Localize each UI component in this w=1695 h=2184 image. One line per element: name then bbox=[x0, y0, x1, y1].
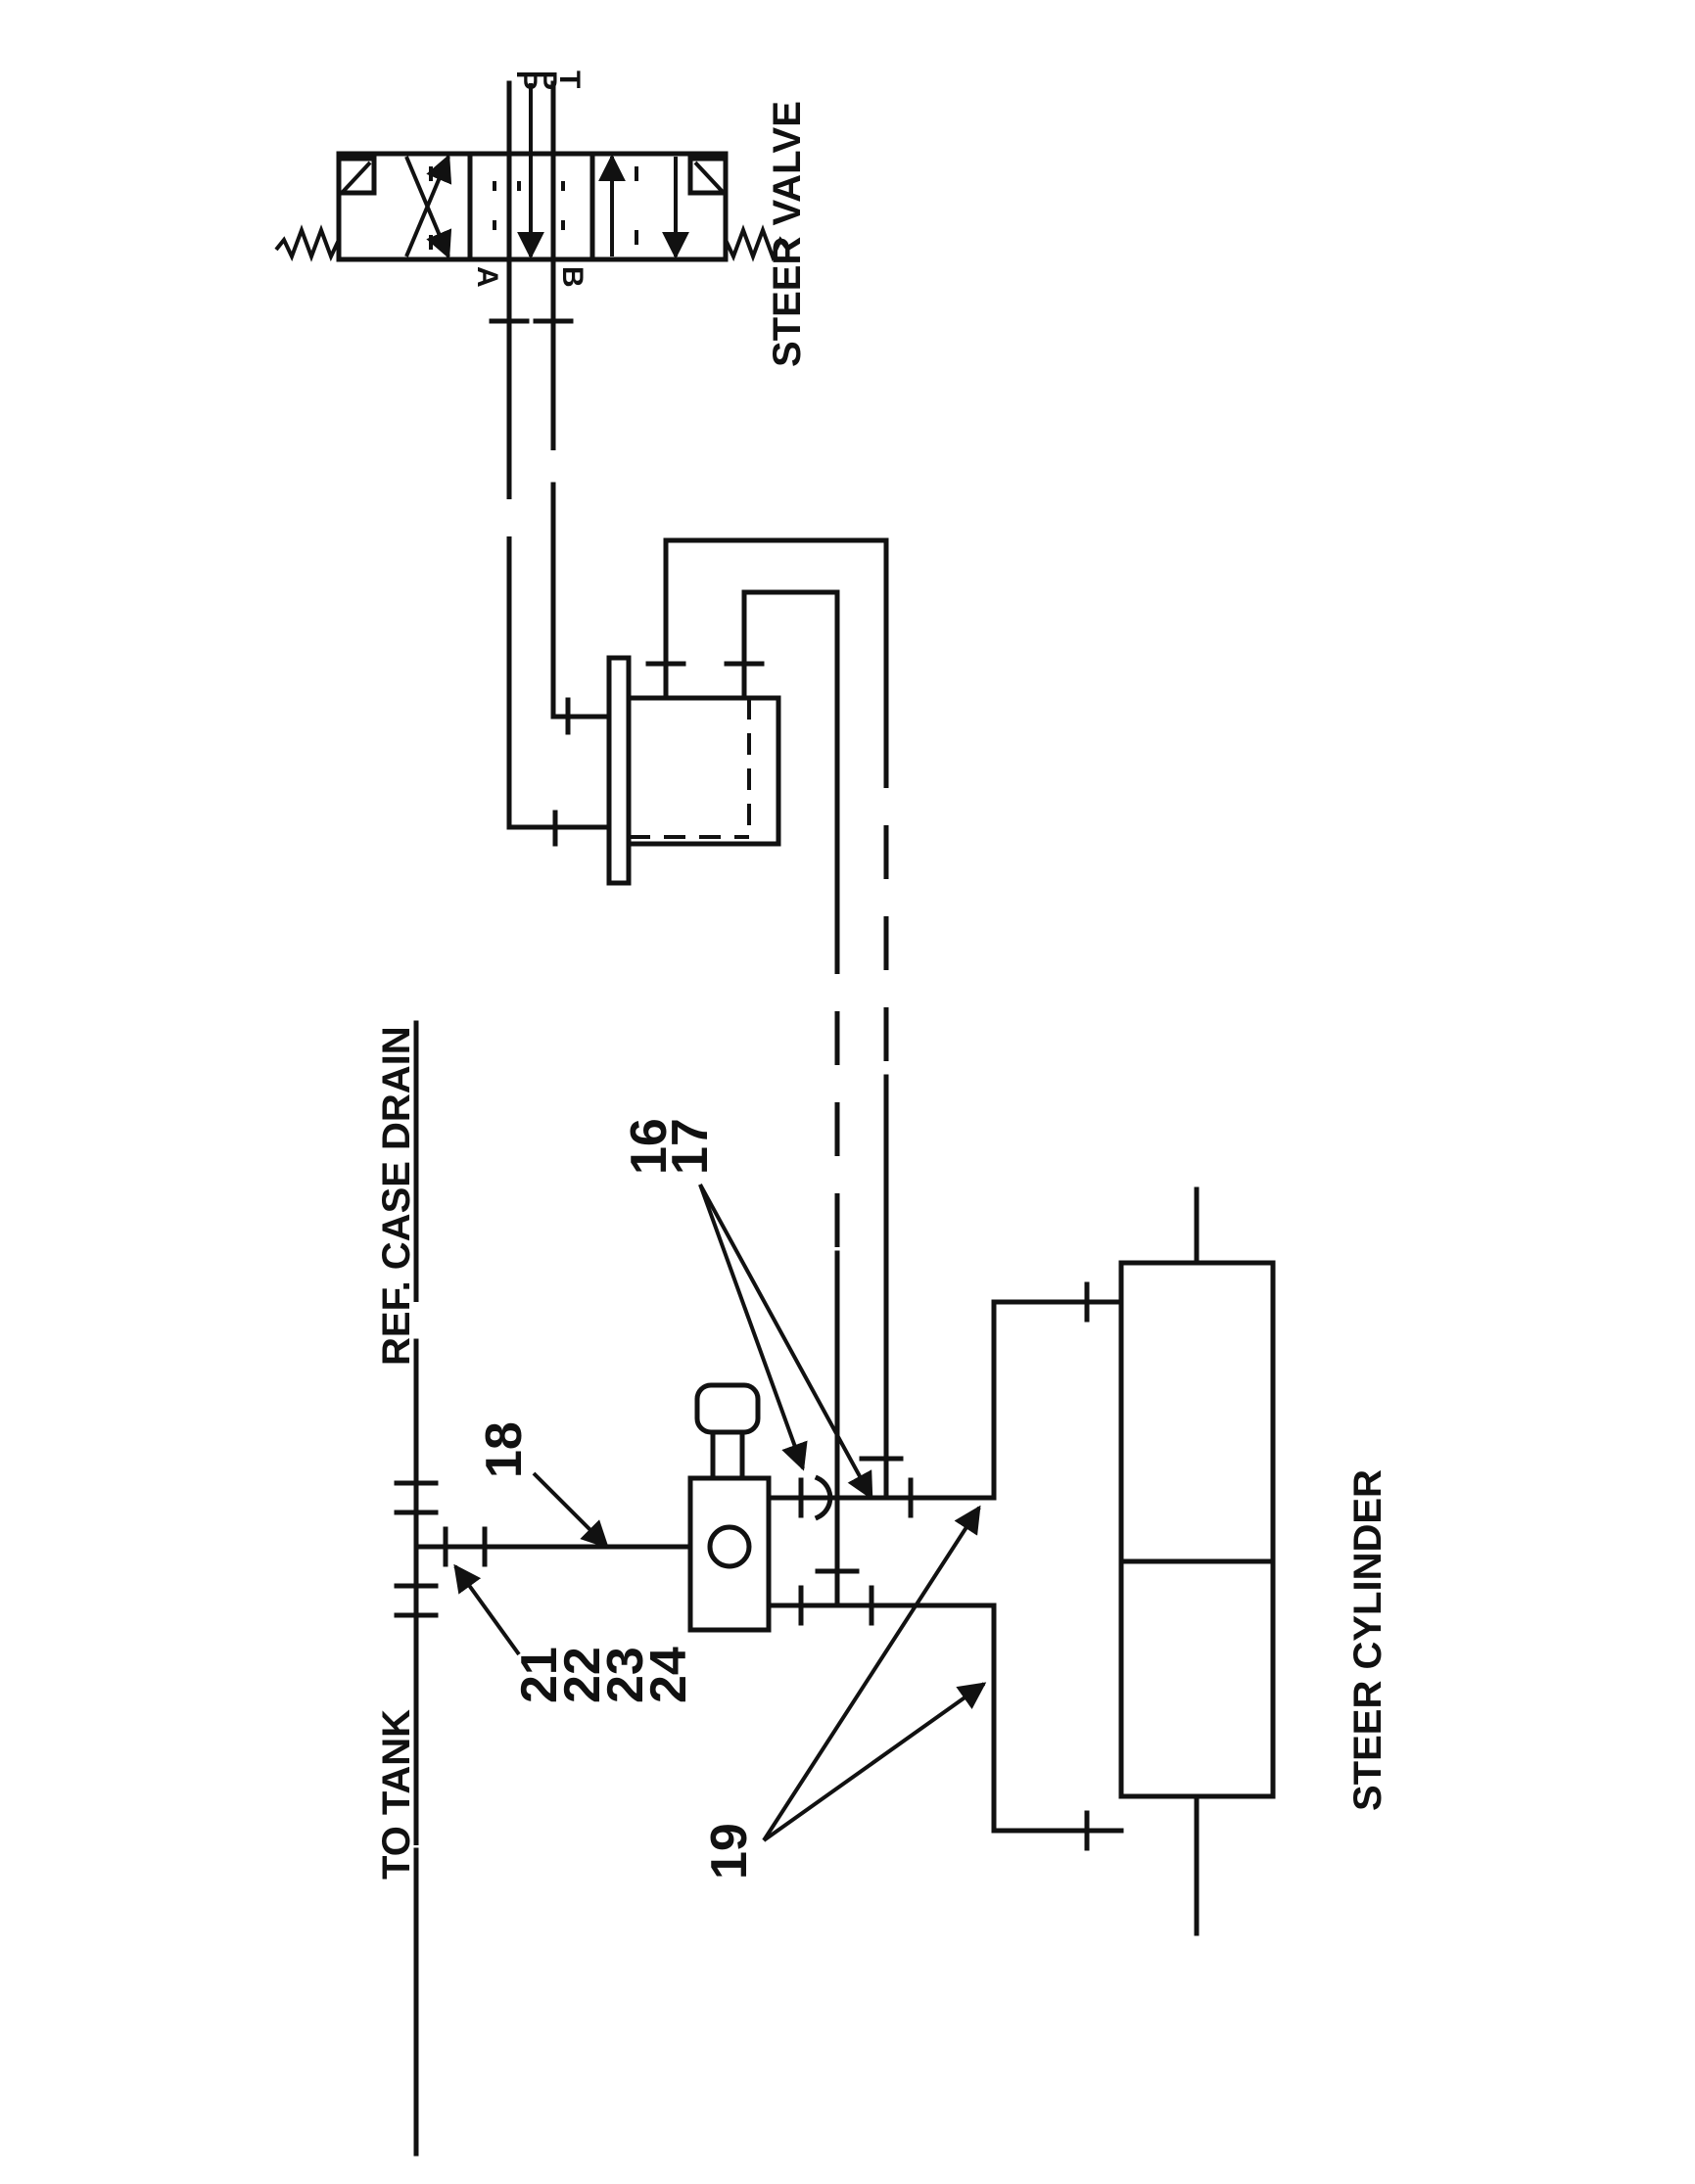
relief-valve-knob bbox=[694, 1382, 761, 1435]
callout-23: 23 bbox=[597, 1647, 654, 1703]
callout-16: 16 bbox=[621, 1118, 678, 1175]
steer-cylinder bbox=[991, 1186, 1276, 1936]
spring-left bbox=[274, 224, 341, 262]
motor-pipe-inner bbox=[724, 589, 840, 1530]
port-p2-label: P bbox=[530, 70, 562, 90]
solenoid-left bbox=[336, 156, 377, 196]
spring-right bbox=[724, 224, 790, 262]
steer-cylinder-body bbox=[1118, 1260, 1276, 1799]
callout-17: 17 bbox=[662, 1118, 719, 1175]
port-p1-label: P bbox=[510, 70, 542, 90]
callout-arrows bbox=[453, 1184, 987, 1842]
callout-18: 18 bbox=[476, 1421, 533, 1478]
ref-case-drain-label: REF. CASE DRAIN bbox=[375, 1026, 418, 1366]
line-b bbox=[533, 256, 615, 735]
steer-cylinder-label: STEER CYLINDER bbox=[1346, 1469, 1389, 1811]
port-a-label: A bbox=[471, 266, 503, 288]
steer-motor bbox=[606, 655, 781, 886]
callout-21: 21 bbox=[511, 1647, 568, 1703]
motor-flange bbox=[606, 655, 632, 886]
relief-valve bbox=[413, 1382, 997, 1633]
callout-19: 19 bbox=[701, 1823, 758, 1880]
steer-valve-label: STEER VALVE bbox=[766, 101, 809, 367]
callout-24: 24 bbox=[640, 1647, 697, 1703]
relief-valve-port bbox=[707, 1524, 752, 1569]
relief-valve-body bbox=[687, 1475, 772, 1633]
line-a bbox=[489, 256, 615, 847]
solenoid-right bbox=[687, 156, 729, 196]
drain-line bbox=[394, 1020, 439, 2157]
port-b-label: B bbox=[556, 266, 589, 288]
port-t-label: T bbox=[553, 70, 586, 88]
to-tank-label: TO TANK bbox=[375, 1709, 418, 1880]
callout-22: 22 bbox=[554, 1647, 611, 1703]
relief-valve-stem bbox=[710, 1429, 745, 1481]
motor-pipe-outer bbox=[645, 537, 889, 1501]
